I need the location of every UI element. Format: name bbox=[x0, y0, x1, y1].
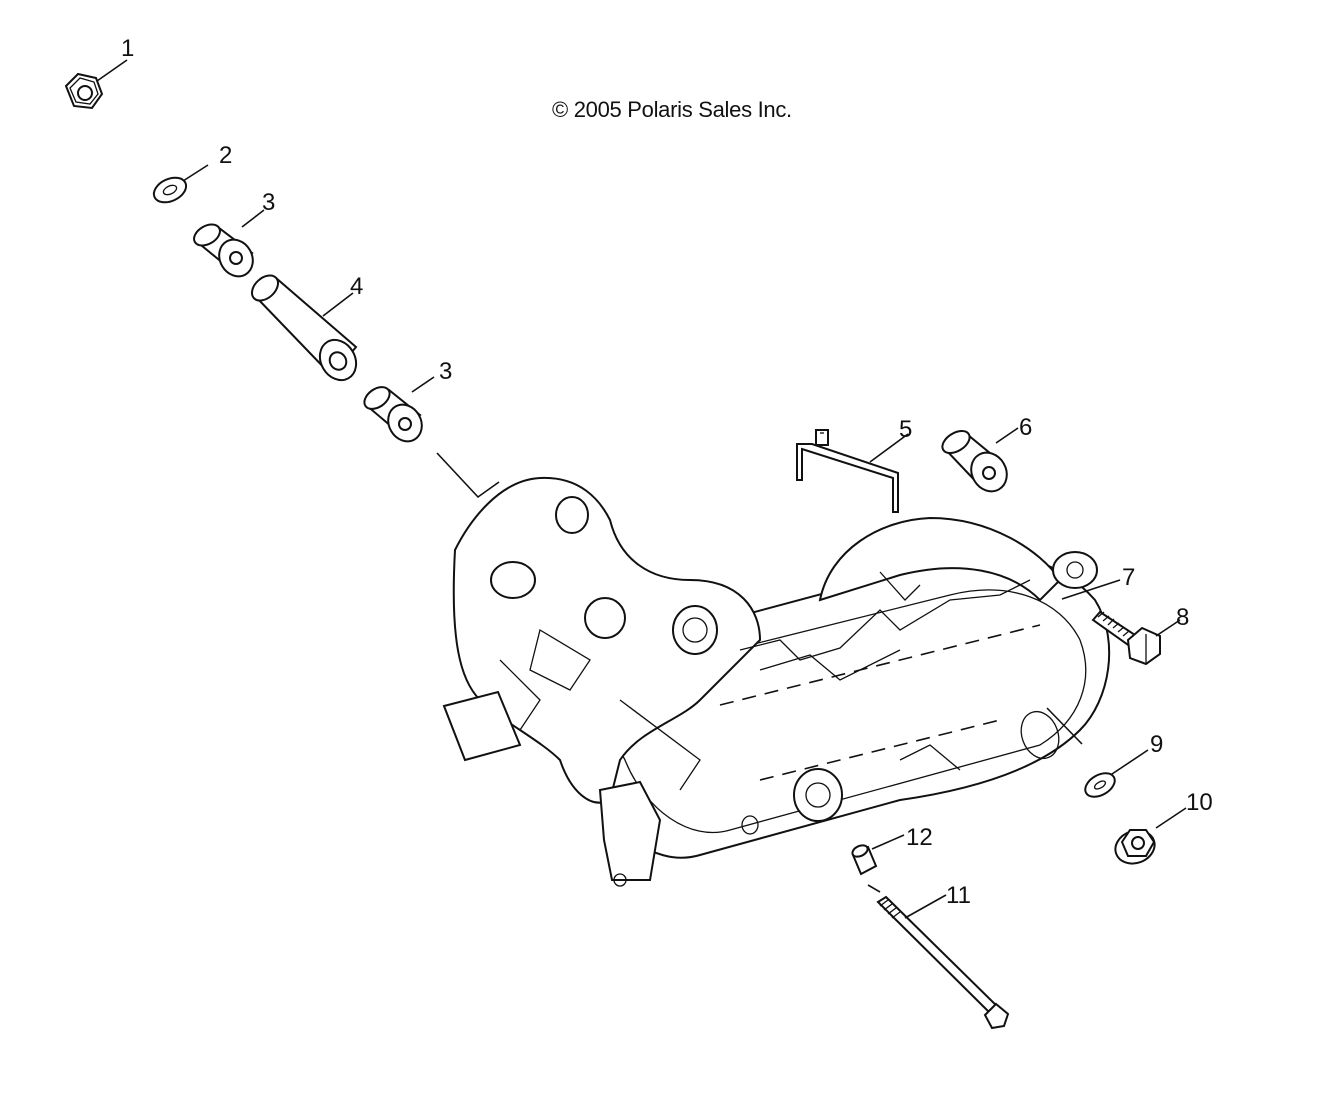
bracket-icon bbox=[796, 429, 899, 513]
flange-nut-icon bbox=[1114, 829, 1156, 865]
washer-icon bbox=[152, 176, 188, 204]
bolt-icon bbox=[1091, 610, 1161, 666]
hex-nut-icon bbox=[64, 72, 104, 110]
callout-label-4: 4 bbox=[350, 273, 363, 300]
callout-label-6: 6 bbox=[1019, 414, 1032, 441]
callout-label-7: 7 bbox=[1122, 564, 1135, 591]
washer-icon bbox=[1084, 772, 1116, 798]
callout-label-5: 5 bbox=[899, 416, 912, 443]
callout-label-12: 12 bbox=[906, 824, 933, 851]
dowel-pin-icon bbox=[851, 844, 878, 876]
callout-label-11: 11 bbox=[946, 882, 971, 909]
bushing-icon bbox=[363, 386, 423, 443]
sleeve-icon bbox=[250, 274, 358, 382]
callout-label-3-lower: 3 bbox=[439, 358, 452, 385]
copyright-text: © 2005 Polaris Sales Inc. bbox=[552, 97, 792, 122]
engine-assembly-icon bbox=[442, 476, 1111, 887]
bushing-icon bbox=[941, 429, 1008, 493]
callout-label-1: 1 bbox=[121, 35, 134, 62]
callout-label-3-upper: 3 bbox=[262, 189, 275, 216]
callout-label-2: 2 bbox=[219, 142, 232, 169]
callout-label-9: 9 bbox=[1150, 731, 1163, 758]
long-bolt-icon bbox=[876, 895, 1010, 1030]
bushing-icon bbox=[193, 223, 254, 278]
callout-label-8: 8 bbox=[1176, 604, 1189, 631]
callout-label-10: 10 bbox=[1186, 789, 1213, 816]
